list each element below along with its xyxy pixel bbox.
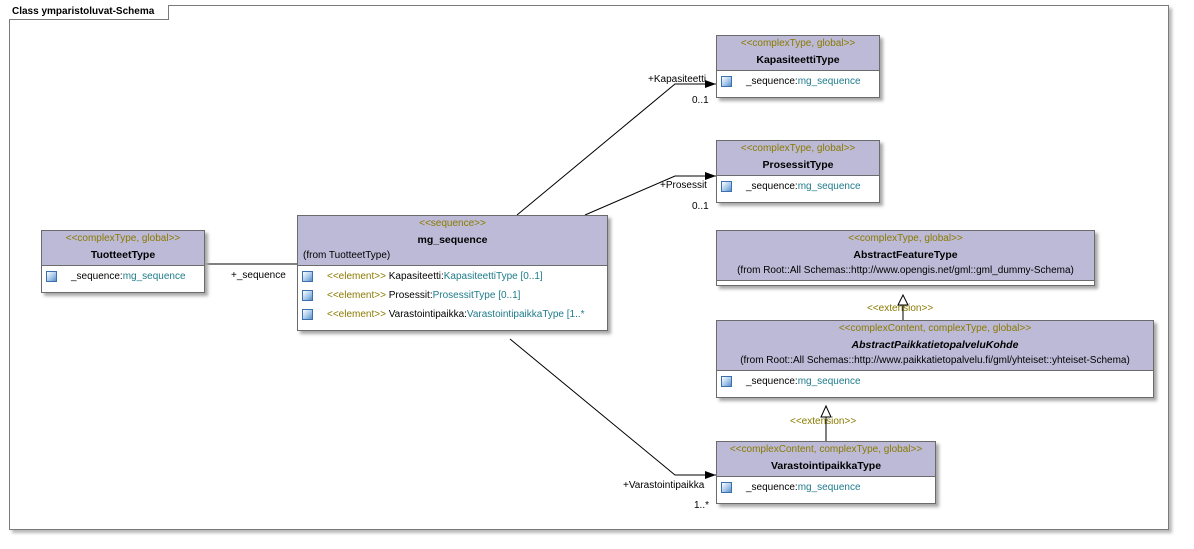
attribute-icon — [721, 375, 732, 387]
class-varastointipaikka-type[interactable]: <<complexContent, complexType, global>> … — [716, 441, 936, 504]
diagram-title: Class ymparistoluvat-Schema — [9, 5, 170, 20]
class-origin: (from Root::All Schemas::http://www.open… — [737, 265, 1074, 276]
class-name: AbstractFeatureType — [853, 249, 958, 261]
attribute-multiplicity: [0..1] — [517, 271, 543, 282]
extension-label-2: <<extension>> — [790, 416, 857, 427]
attribute-type: ProsessitType — [432, 290, 496, 301]
attribute-row[interactable]: _sequence:mg_sequence — [721, 375, 1149, 394]
class-mg-sequence[interactable]: <<sequence>> mg_sequence (from TuotteetT… — [297, 215, 608, 331]
class-stereotype: <<sequence>> — [419, 218, 486, 229]
attribute-compartment: _sequence:mg_sequence — [717, 476, 935, 503]
class-stereotype: <<complexType, global>> — [740, 143, 856, 154]
attribute-name: _sequence: — [71, 271, 123, 282]
class-header: <<complexType, global>> KapasiteettiType — [717, 36, 879, 70]
class-tuotteet-type[interactable]: <<complexType, global>> TuotteetType _se… — [41, 230, 205, 293]
extension-label-1: <<extension>> — [867, 303, 934, 314]
class-abstract-paikkatietopalvelu-kohde[interactable]: <<complexContent, complexType, global>> … — [716, 320, 1154, 398]
class-name: TuotteetType — [90, 249, 156, 261]
attribute-icon — [302, 308, 313, 320]
attribute-icon — [721, 75, 732, 87]
class-prosessit-type[interactable]: <<complexType, global>> ProsessitType _s… — [716, 140, 880, 203]
attribute-compartment: <<element>> Kapasiteetti:KapasiteettiTyp… — [298, 265, 607, 330]
class-header: <<sequence>> mg_sequence (from TuotteetT… — [298, 216, 607, 265]
attribute-type: mg_sequence — [797, 76, 861, 87]
attribute-name: _sequence: — [746, 482, 798, 493]
class-header: <<complexType, global>> AbstractFeatureT… — [717, 231, 1094, 280]
attribute-icon — [302, 270, 313, 282]
attribute-icon — [721, 180, 732, 192]
class-name: mg_sequence — [417, 234, 488, 246]
class-origin: (from Root::All Schemas::http://www.paik… — [740, 355, 1130, 366]
attribute-stereotype: <<element>> — [327, 309, 386, 320]
class-stereotype: <<complexContent, complexType, global>> — [838, 323, 1032, 334]
attribute-type: mg_sequence — [797, 482, 861, 493]
attribute-row[interactable]: _sequence:mg_sequence — [721, 75, 875, 94]
attribute-icon — [302, 289, 313, 301]
attribute-multiplicity: [0..1] — [495, 290, 521, 301]
class-kapasiteetti-type[interactable]: <<complexType, global>> KapasiteettiType… — [716, 35, 880, 98]
attribute-row[interactable]: _sequence:mg_sequence — [721, 481, 931, 500]
class-name: KapasiteettiType — [756, 54, 840, 66]
class-stereotype: <<complexType, global>> — [848, 233, 963, 244]
attribute-name: _sequence: — [746, 181, 798, 192]
class-stereotype: <<complexContent, complexType, global>> — [729, 444, 923, 455]
attribute-row[interactable]: <<element>> Prosessit:ProsessitType [0..… — [302, 289, 603, 308]
class-origin: (from TuotteetType) — [303, 250, 391, 261]
class-header: <<complexType, global>> TuotteetType — [42, 231, 204, 265]
attribute-row[interactable]: <<element>> Varastointipaikka:Varastoint… — [302, 308, 603, 327]
attribute-compartment: _sequence:mg_sequence — [717, 70, 879, 97]
attribute-compartment: _sequence:mg_sequence — [42, 265, 204, 292]
attribute-type: KapasiteettiType — [443, 271, 518, 282]
mult-kapasiteetti: 0..1 — [692, 95, 709, 106]
mult-varastointi: 1..* — [694, 500, 710, 511]
class-header: <<complexType, global>> ProsessitType — [717, 141, 879, 175]
role-varastointi: +Varastointipaikka — [623, 480, 705, 491]
attribute-compartment: _sequence:mg_sequence — [717, 370, 1153, 397]
attribute-row[interactable]: <<element>> Kapasiteetti:KapasiteettiTyp… — [302, 270, 603, 289]
class-header: <<complexContent, complexType, global>> … — [717, 442, 935, 476]
attribute-icon — [721, 481, 732, 493]
attribute-name: _sequence: — [746, 376, 798, 387]
attribute-icon — [46, 270, 57, 282]
attribute-multiplicity: [1..* — [564, 309, 585, 320]
attribute-stereotype: <<element>> — [327, 271, 386, 282]
class-stereotype: <<complexType, global>> — [740, 38, 856, 49]
attribute-compartment — [717, 280, 1094, 285]
class-name: AbstractPaikkatietopalveluKohde — [851, 339, 1019, 351]
class-abstract-feature-type[interactable]: <<complexType, global>> AbstractFeatureT… — [716, 230, 1095, 286]
class-name: ProsessitType — [762, 159, 834, 171]
attribute-stereotype: <<element>> — [327, 290, 386, 301]
attribute-row[interactable]: _sequence:mg_sequence — [721, 180, 875, 199]
attribute-type: mg_sequence — [797, 376, 861, 387]
class-name: VarastointipaikkaType — [770, 460, 882, 472]
attribute-name: Prosessit: — [385, 290, 433, 301]
role-prosessit: +Prosessit — [660, 180, 707, 191]
attribute-name: _sequence: — [746, 76, 798, 87]
attribute-name: Varastointipaikka: — [385, 309, 467, 320]
mult-prosessit: 0..1 — [692, 201, 709, 212]
class-header: <<complexContent, complexType, global>> … — [717, 321, 1153, 370]
attribute-type: VarastointipaikkaType — [466, 309, 564, 320]
role-kapasiteetti: +Kapasiteetti — [648, 74, 707, 85]
attribute-row[interactable]: _sequence:mg_sequence — [46, 270, 200, 289]
class-stereotype: <<complexType, global>> — [65, 233, 181, 244]
attribute-type: mg_sequence — [122, 271, 186, 282]
role-sequence: +_sequence — [231, 270, 286, 281]
attribute-compartment: _sequence:mg_sequence — [717, 175, 879, 202]
attribute-type: mg_sequence — [797, 181, 861, 192]
attribute-name: Kapasiteetti: — [385, 271, 444, 282]
